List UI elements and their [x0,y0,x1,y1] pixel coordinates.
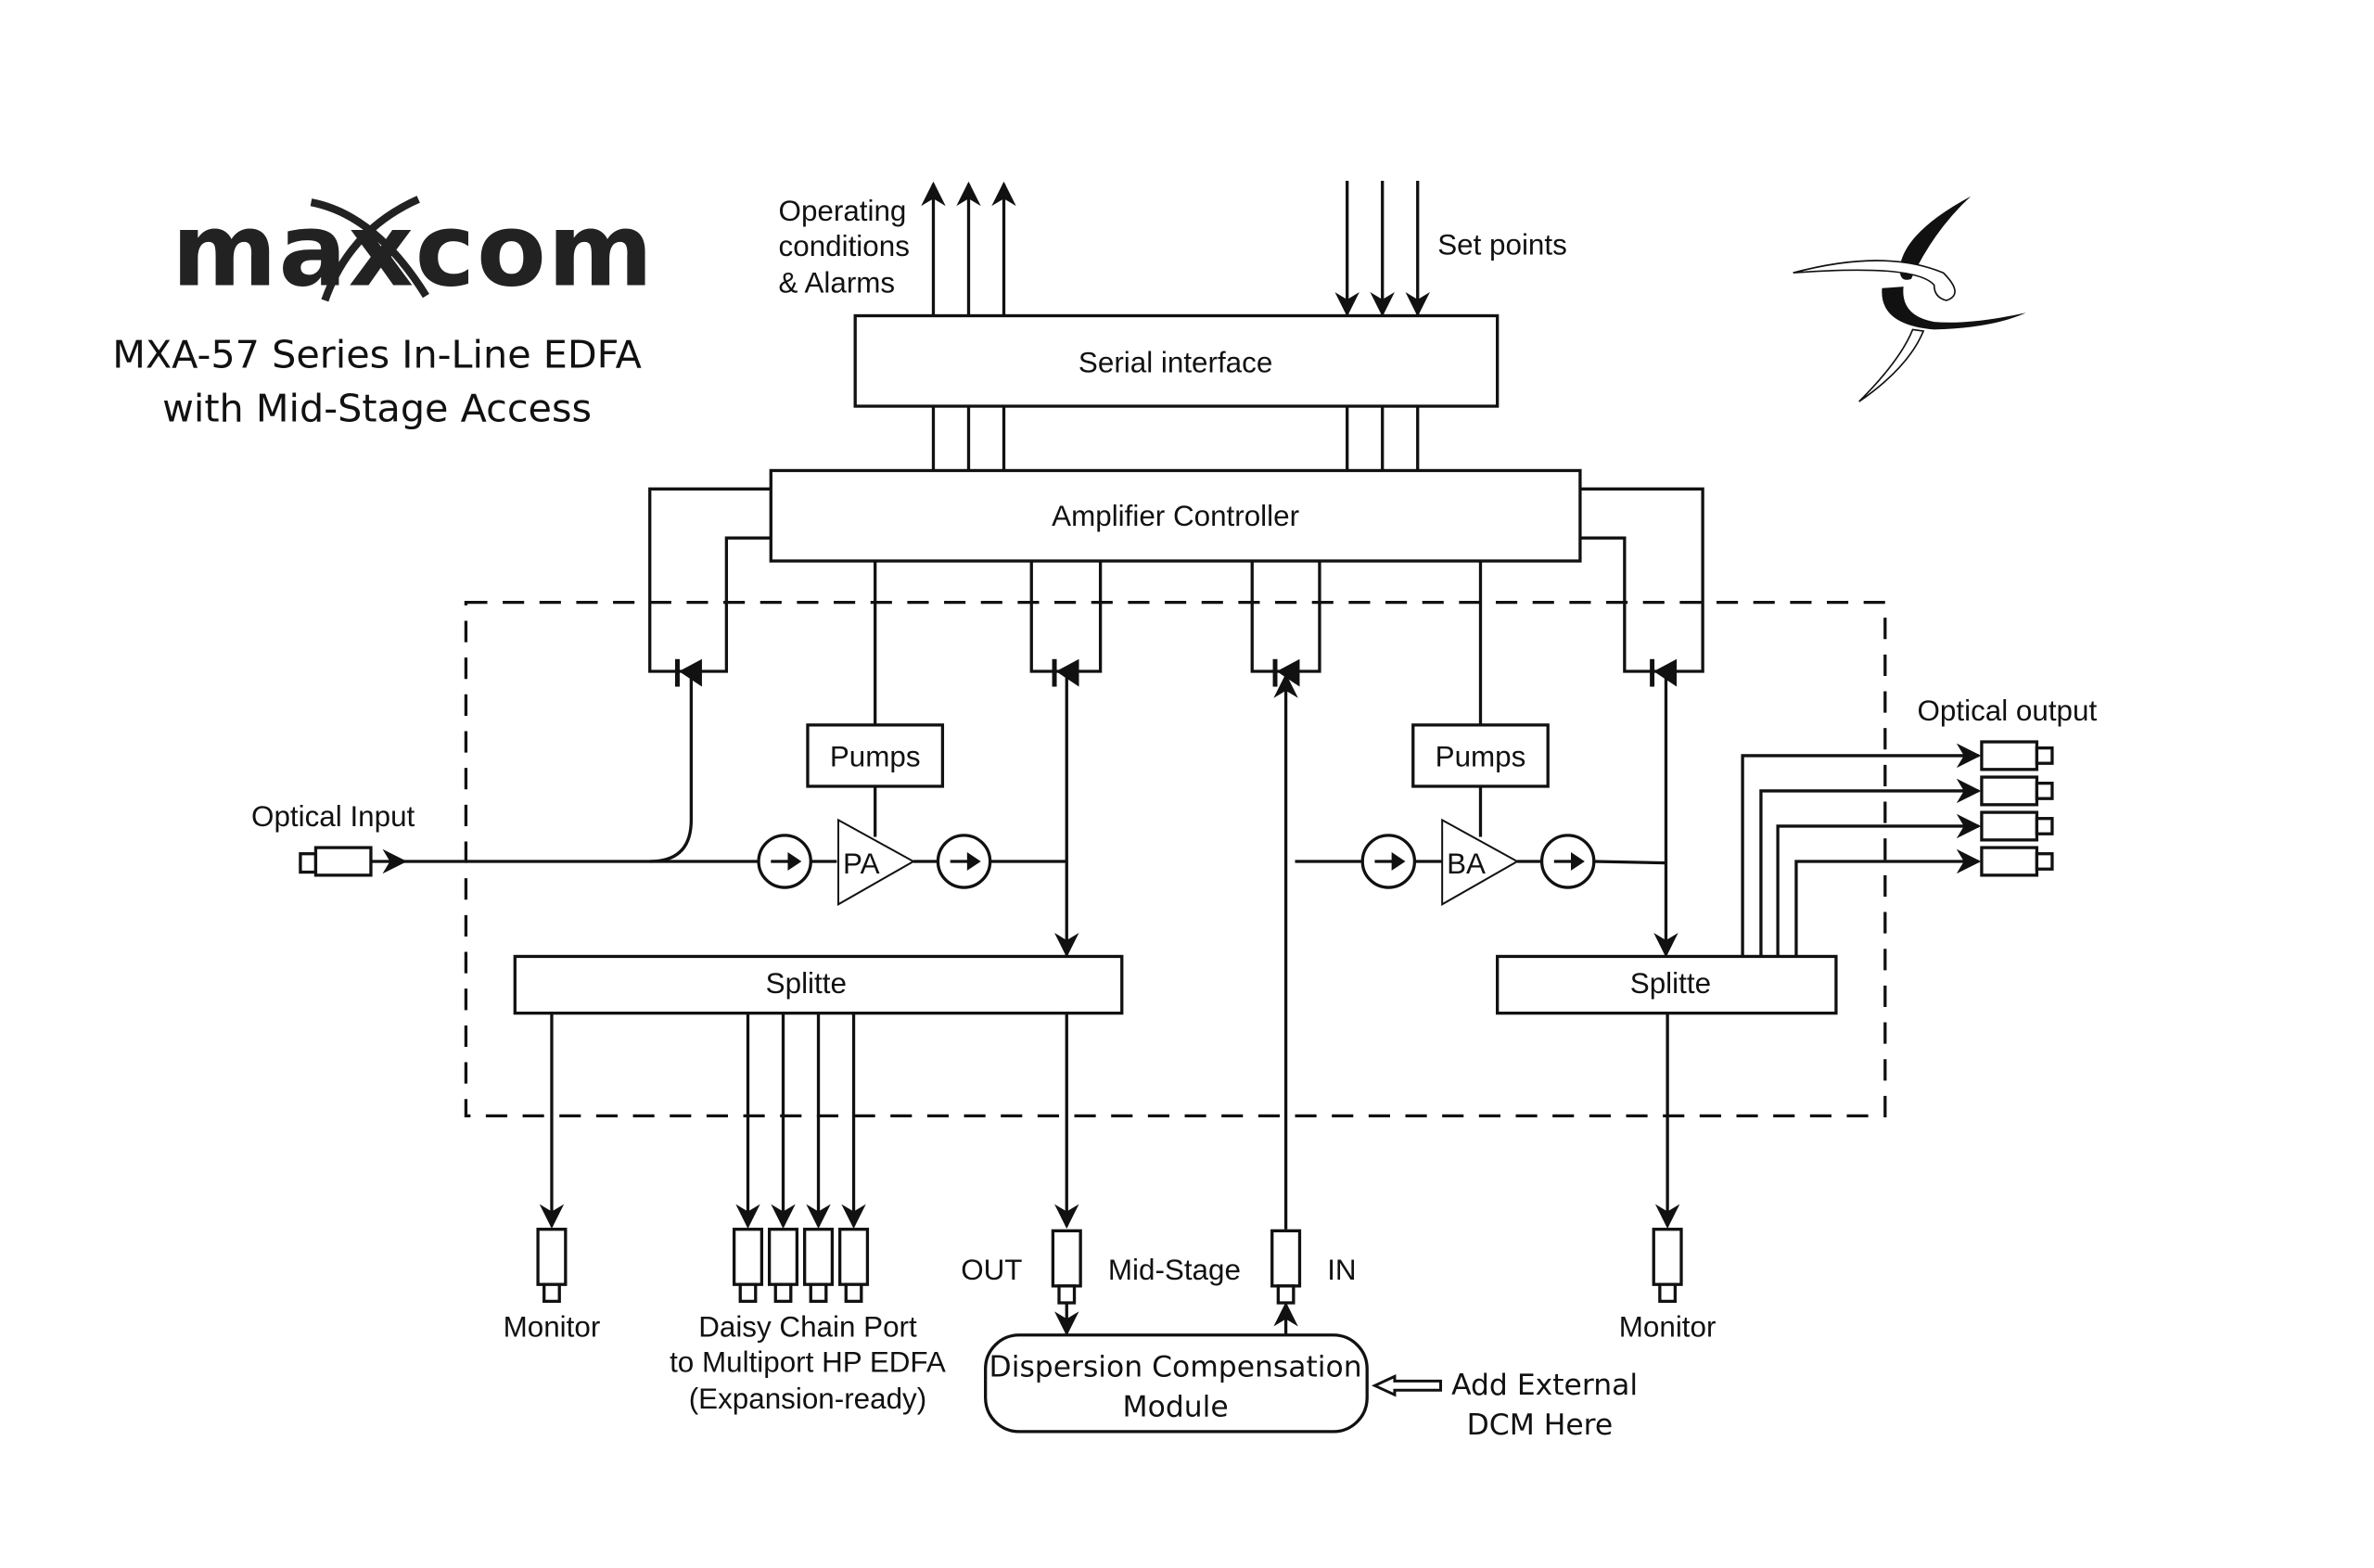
optical-input-label: Optical Input [251,800,415,833]
splitter-left-block [513,954,1124,1015]
daisy-label-line1: Daisy Chain Port [698,1310,917,1343]
amplifier-controller-block [769,468,1582,563]
add-external-label-line2: DCM Here [1467,1409,1614,1442]
daisy-port-2[interactable] [767,1228,799,1304]
operating-label-line3: & Alarms [779,267,896,300]
monitor-right-label: Monitor [1619,1310,1717,1343]
output-port-2[interactable] [1980,775,2054,807]
output-port-3[interactable] [1980,810,2054,842]
splitter-right-label: Splitte [1630,967,1711,1000]
monitor-left-label: Monitor [504,1310,601,1343]
isolator-icon [936,834,992,889]
operating-label-line2: conditions [779,230,910,262]
output-fiber-2 [1759,778,1982,957]
dcm-label-line2: Module [1123,1390,1229,1423]
photodiode-loop-output [1579,487,1704,673]
isolator-icon [757,834,812,889]
swirl-logo-icon [1793,196,2026,402]
daisy-label-line2: to Multiport HP EDFA [670,1345,946,1378]
mid-stage-label: Mid-Stage [1108,1254,1241,1286]
daisy-port-3[interactable] [803,1228,835,1304]
midstage-in-connector[interactable] [1270,1229,1302,1305]
photodiode-icon [1052,658,1079,687]
operating-label-line1: Operating [779,195,907,227]
fiber-connector-icon [299,846,373,877]
fiber [1593,860,1666,865]
daisy-port-4[interactable] [838,1228,870,1304]
set-points-label: Set points [1437,228,1567,261]
serial-interface-block [853,313,1500,408]
monitor-right-connector[interactable] [1652,1228,1683,1304]
daisy-label-line3: (Expansion-ready) [689,1383,926,1415]
logo-text: maxcom [172,191,655,309]
pa-label: PA [843,848,880,880]
amplifier-triangle-icon [1441,818,1520,906]
photodiode-icon [675,658,702,687]
hollow-arrow-icon [1371,1374,1443,1397]
out-label: OUT [961,1254,1022,1286]
output-fiber-1 [1741,743,1982,957]
photodiode-loop-midstage [1250,560,1321,673]
splitter-left-label: Splitte [766,967,847,1000]
isolator-icon [1360,834,1417,889]
photodiode-icon [1650,658,1678,687]
in-label: IN [1327,1254,1356,1286]
add-external-label-line1: Add External [1451,1369,1638,1402]
ba-label: BA [1447,848,1486,880]
pumps-right-label: Pumps [1436,740,1526,772]
pumps-left-label: Pumps [830,740,921,772]
product-title-line2: with Mid-Stage Access [162,387,592,431]
pumps-block-right [1411,723,1550,788]
maxcom-logo: maxcom [172,191,655,309]
module-boundary [464,600,1887,1118]
output-port-1[interactable] [1980,740,2054,771]
product-title-line1: MXA-57 Series In-Line EDFA [112,333,642,377]
amplifier-triangle-icon [837,818,916,906]
midstage-out-connector[interactable] [1051,1229,1082,1305]
monitor-left-connector[interactable] [536,1228,568,1304]
daisy-port-1[interactable] [732,1228,764,1304]
amplifier-controller-label: Amplifier Controller [1052,500,1299,532]
output-port-4[interactable] [1980,846,2054,877]
dcm-label-line1: Dispersion Compensation [989,1350,1362,1383]
output-fiber-4 [1794,848,1982,957]
serial-interface-label: Serial interface [1079,347,1272,379]
logo-swoosh-icon [321,196,420,302]
output-fiber-3 [1776,813,1982,957]
photodiode-loop-pa [1029,560,1103,673]
dcm-block[interactable] [984,1333,1369,1434]
photodiode-loop-input [648,487,772,673]
input-tap [649,675,694,863]
isolator-icon [1539,834,1596,889]
optical-output-label: Optical output [1918,695,2098,727]
